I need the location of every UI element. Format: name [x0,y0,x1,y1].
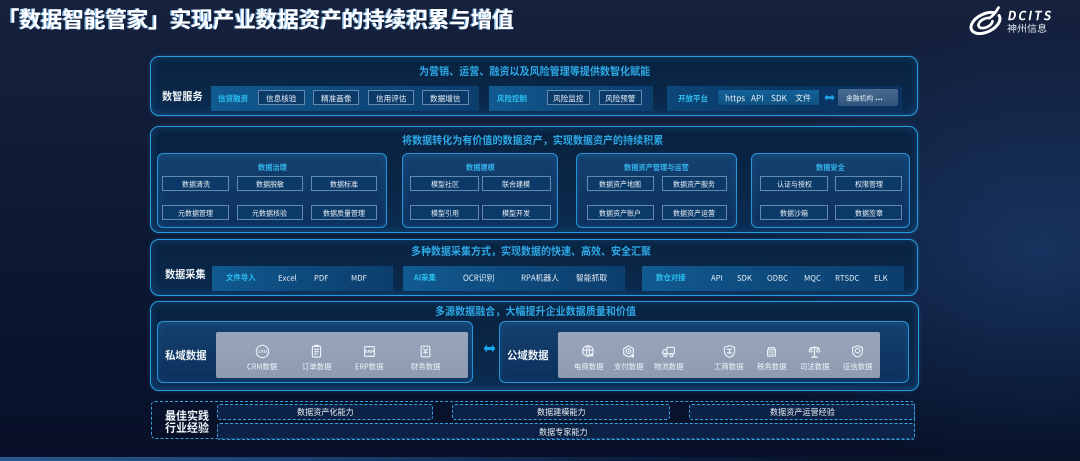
svg-text:CRM: CRM [257,349,267,354]
svg-text:ERP: ERP [364,349,374,354]
